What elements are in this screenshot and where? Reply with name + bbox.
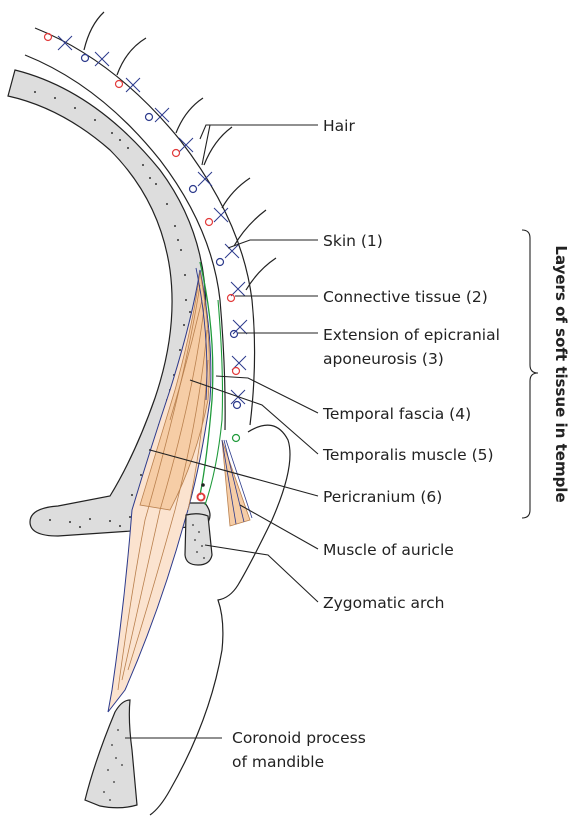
label-pericranium: Pericranium (6): [323, 488, 442, 506]
label-coronoid-line2: of mandible: [232, 753, 324, 771]
nerve-dot: [201, 483, 205, 487]
label-zygomatic-arch: Zygomatic arch: [323, 594, 444, 612]
muscle-of-auricle: [222, 440, 252, 526]
label-temporal-fascia: Temporal fascia (4): [322, 405, 471, 423]
label-epicranial-line2: aponeurosis (3): [323, 350, 444, 368]
label-hair: Hair: [323, 117, 355, 135]
label-temporalis-muscle: Temporalis muscle (5): [322, 446, 494, 464]
bracket-label: Layers of soft tissue in temple: [552, 245, 570, 502]
zygomatic-arch-bone: [185, 514, 212, 565]
label-epicranial-line1: Extension of epicranial: [323, 326, 500, 344]
label-connective-tissue: Connective tissue (2): [323, 288, 488, 306]
connective-tissue-fibers: [58, 36, 247, 404]
label-skin: Skin (1): [323, 232, 383, 250]
bracket: [522, 230, 538, 518]
label-muscle-of-auricle: Muscle of auricle: [323, 541, 454, 559]
coronoid-process-bone: [85, 700, 137, 808]
vessel-green: [233, 435, 240, 442]
label-coronoid-line1: Coronoid process: [232, 729, 366, 747]
